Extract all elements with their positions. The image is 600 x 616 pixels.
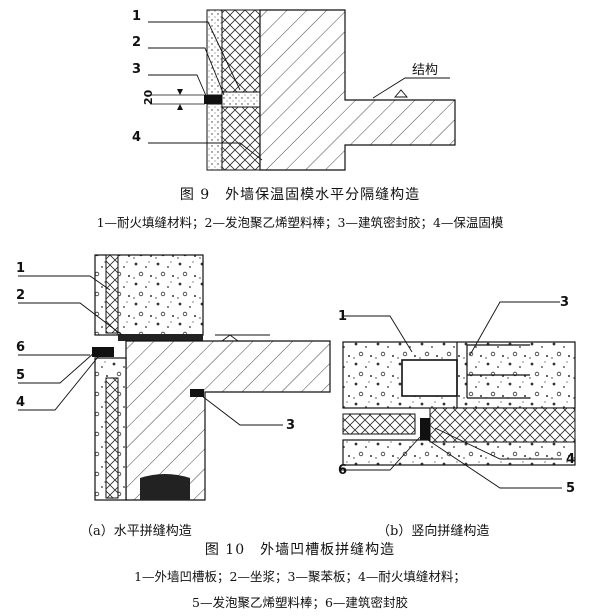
panel-groove [401,359,458,397]
figure-10-legend-line2: 5—发泡聚乙烯塑料棒；6—建筑密封胶 [192,595,408,610]
fig9-label-4: 4 [132,130,141,145]
figure-10a-drawing: 1 2 6 5 4 3 [16,254,331,501]
sealant [204,95,222,104]
fig10a-label-6: 6 [16,340,25,355]
subcaption-b: （b）竖向拼缝构造 [377,524,490,539]
fig10b-label-3: 3 [560,295,569,310]
fig10b-label-1: 1 [338,309,347,324]
fig9-label-3: 3 [132,62,141,77]
insulation-right [429,407,576,443]
fig10a-label-3: 3 [286,418,295,433]
fig10b-label-5: 5 [566,481,575,496]
fig10a-label-4: 4 [16,395,25,410]
figure-10b-drawing: 1 3 6 4 5 [338,295,576,496]
sealant-vertical [420,418,430,440]
fig9-dimension: 20 [142,89,155,105]
facing-layer-upper [206,9,223,96]
figure-9-legend: 1—耐火填缝材料；2—发泡聚乙烯塑料棒；3—建筑密封胶；4—保温固模 [96,215,504,230]
fig10b-label-4: 4 [566,452,575,467]
bedding-mortar [118,334,203,341]
fig10a-label-5: 5 [16,368,25,383]
panel-lower-band [342,439,576,466]
figure-9-caption: 图 9 外墙保温固模水平分隔缝构造 [179,187,421,203]
figure-10-legend-line1: 1—外墙凹槽板；2—坐浆；3—聚苯板；4—耐火填缝材料； [134,569,466,584]
panel-upper-band [342,341,576,409]
fig9-structure-label: 结构 [412,63,438,78]
polystyrene-board [190,389,204,397]
fig9-label-1: 1 [132,9,141,24]
fig10b-label-6: 6 [338,463,347,478]
subcaption-a: （a）水平拼缝构造 [80,524,192,539]
facing-layer-lower [206,103,223,171]
structural-wall-and-slab [259,9,456,171]
fig10a-label-1: 1 [16,261,25,276]
fig10a-label-2: 2 [16,288,25,303]
insulation-left [342,413,416,435]
fire-filler-band [221,91,261,108]
figure-10-caption: 图 10 外墙凹槽板拼缝构造 [204,542,396,558]
upper-panel-insulation [105,254,119,334]
figure-9-drawing: 1 2 3 4 20 结构 [132,9,456,171]
insulation-upper [221,9,261,93]
lower-panel-insulation [105,377,119,499]
insulation-lower [221,106,261,171]
sealant-joint [92,347,114,357]
fig9-label-2: 2 [132,35,141,50]
